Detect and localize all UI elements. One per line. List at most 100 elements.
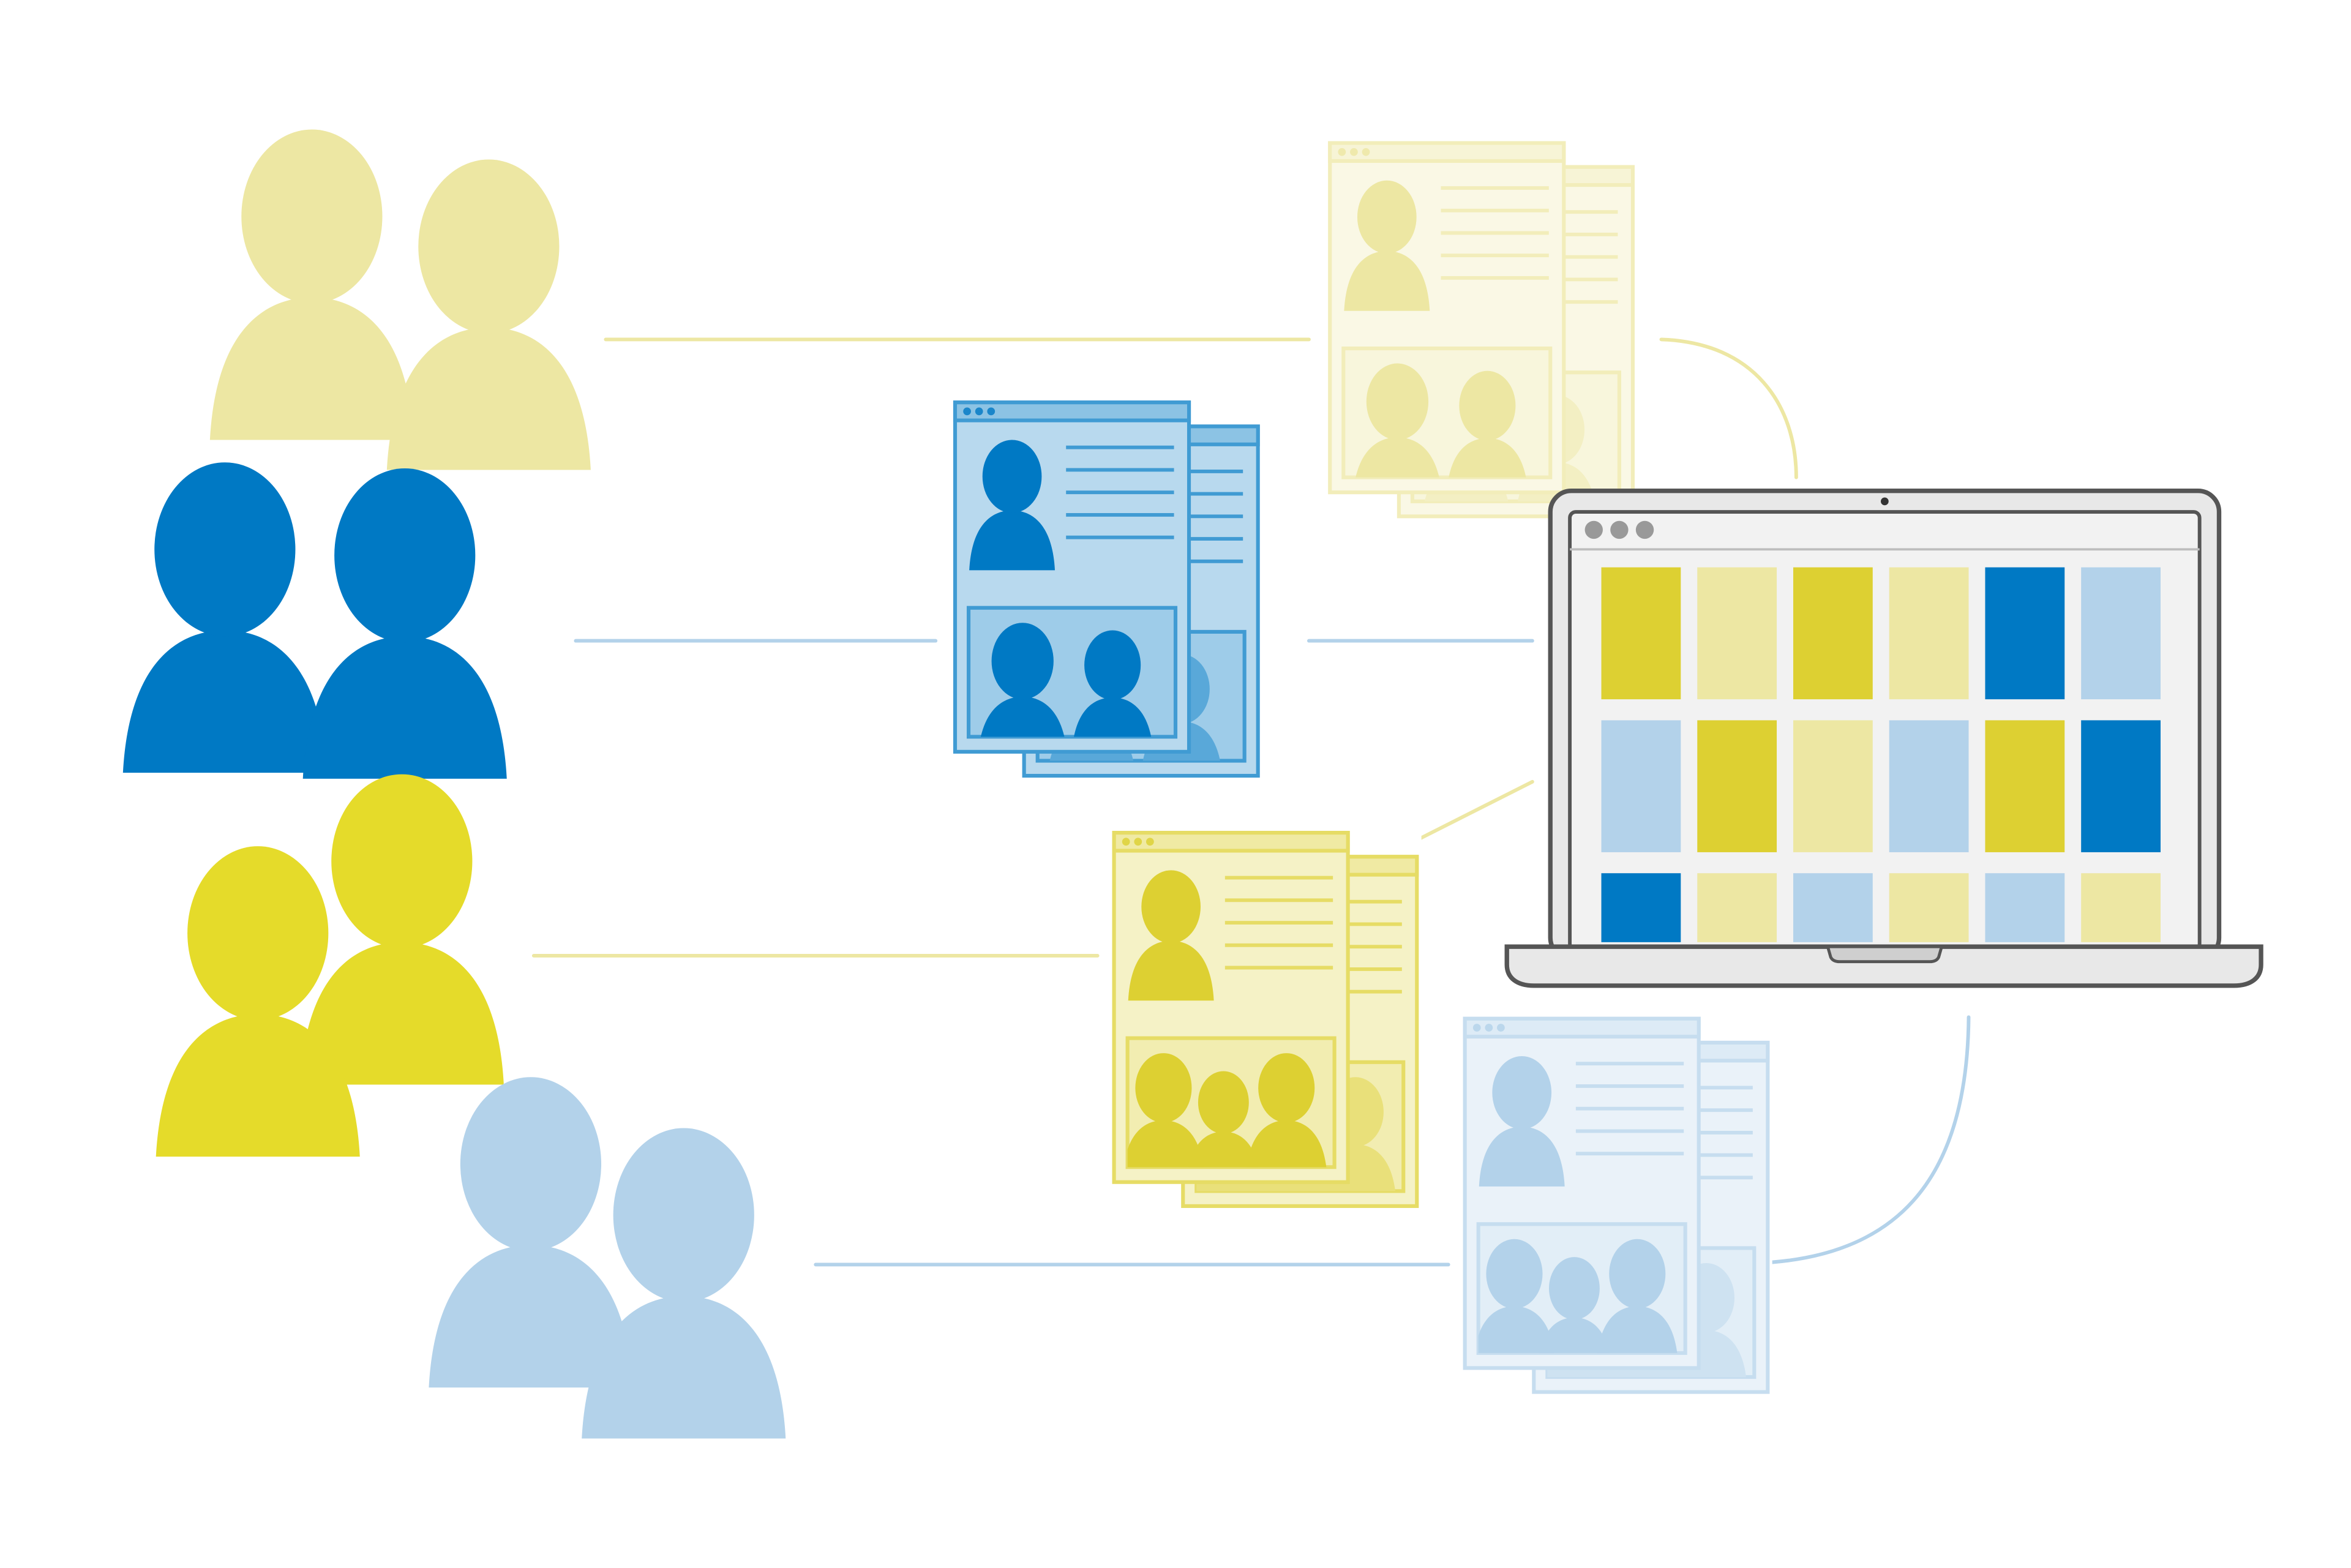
profile-stack-light-blue	[1460, 1014, 1772, 1397]
front-page	[1463, 1016, 1701, 1370]
avatar-person-icon	[1479, 1056, 1565, 1187]
person-body	[1247, 1120, 1327, 1168]
screen-tile	[1889, 720, 1969, 852]
person-head	[1492, 1056, 1552, 1130]
connector-line-2	[1659, 337, 1798, 479]
laptop-notch	[1826, 945, 1944, 964]
people-group-pale-yellow	[209, 129, 591, 470]
person-head	[1609, 1239, 1666, 1309]
titlebar-dot-icon	[1485, 1024, 1493, 1032]
avatar-person-icon	[1344, 180, 1430, 311]
titlebar-dot-icon	[1362, 148, 1370, 156]
window-dot-icon	[1584, 520, 1603, 539]
person-head	[187, 846, 329, 1021]
front-page	[1328, 141, 1566, 495]
person-body	[156, 1014, 360, 1157]
screen-tile	[2081, 873, 2161, 942]
page-titlebar	[953, 400, 1191, 422]
window-dot-icon	[1635, 520, 1654, 539]
person-head	[982, 440, 1042, 513]
person-head	[241, 129, 383, 304]
screen-tile	[1601, 567, 1681, 700]
photo-people	[1355, 363, 1526, 478]
person-head	[613, 1128, 754, 1302]
titlebar-dot-icon	[1122, 838, 1130, 846]
photo-people	[981, 623, 1152, 737]
person-body	[1597, 1306, 1678, 1353]
titlebar-dot-icon	[1134, 838, 1142, 846]
photo-person-icon	[1074, 630, 1152, 737]
photo-person-icon	[1597, 1239, 1678, 1353]
titlebar-dot-icon	[975, 407, 983, 416]
photo-person-icon	[1478, 1239, 1554, 1353]
screen-tile	[1697, 720, 1777, 852]
person-body	[386, 327, 591, 470]
photo-people	[1478, 1239, 1678, 1353]
photo-person-icon	[981, 623, 1065, 737]
person-head	[1141, 870, 1201, 943]
person-body	[429, 1245, 633, 1388]
titlebar-dot-icon	[1497, 1024, 1505, 1032]
titlebar-dot-icon	[963, 407, 971, 416]
laptop-base	[1504, 944, 2263, 988]
person-body	[122, 630, 327, 773]
screen-tile	[1601, 873, 1681, 942]
person-head	[1258, 1053, 1315, 1123]
front-person-icon	[299, 774, 504, 1085]
person-head	[1486, 1239, 1543, 1309]
photo-person-icon	[1449, 370, 1526, 478]
person-head	[460, 1077, 602, 1251]
avatar-person-icon	[1128, 870, 1214, 1001]
person-body	[1128, 940, 1214, 1001]
camera-icon	[1881, 497, 1889, 506]
photo-person-icon	[1539, 1257, 1610, 1353]
photo-person-icon	[1355, 363, 1439, 478]
front-person-icon	[582, 1128, 786, 1439]
screen-tile	[1697, 567, 1777, 700]
person-body	[299, 942, 504, 1085]
person-body	[1449, 438, 1526, 478]
titlebar-dot-icon	[1472, 1024, 1481, 1032]
people-group-light-blue	[429, 1077, 786, 1439]
person-head	[418, 159, 560, 334]
person-body	[302, 636, 507, 779]
profile-stack-pale-yellow	[1325, 138, 1638, 521]
window-dot-icon	[1610, 520, 1629, 539]
titlebar-dot-icon	[1146, 838, 1154, 846]
laptop	[1504, 489, 2263, 988]
back-person-icon	[122, 462, 327, 773]
person-body	[1074, 697, 1152, 737]
people-groups	[122, 129, 786, 1439]
people-group-dark-blue	[122, 462, 507, 779]
person-head	[154, 462, 296, 637]
front-person-icon	[386, 159, 591, 470]
person-body	[1188, 1131, 1259, 1168]
person-head	[1084, 630, 1141, 700]
profile-stack-bright-yellow	[1109, 828, 1422, 1211]
person-body	[1479, 1127, 1565, 1187]
person-body	[1355, 437, 1439, 478]
person-body	[1539, 1317, 1610, 1353]
screen-tile	[1793, 873, 1873, 942]
person-head	[331, 774, 473, 948]
person-head	[1548, 1257, 1600, 1320]
titlebar-dot-icon	[1338, 148, 1346, 156]
person-body	[969, 510, 1056, 571]
front-page	[953, 400, 1191, 754]
avatar-person-icon	[969, 440, 1056, 571]
person-body	[981, 696, 1065, 737]
person-body	[1478, 1306, 1554, 1353]
photo-person-icon	[1188, 1071, 1259, 1168]
people-group-bright-yellow	[156, 774, 504, 1157]
person-head	[1135, 1053, 1192, 1123]
person-body	[1344, 250, 1430, 311]
back-person-icon	[209, 129, 414, 440]
screen-tile	[1697, 873, 1777, 942]
photo-person-icon	[1127, 1053, 1204, 1168]
page-titlebar	[1463, 1016, 1701, 1039]
front-person-icon	[302, 468, 507, 779]
screen-tile	[1985, 720, 2065, 852]
screen-tile	[1793, 567, 1873, 700]
